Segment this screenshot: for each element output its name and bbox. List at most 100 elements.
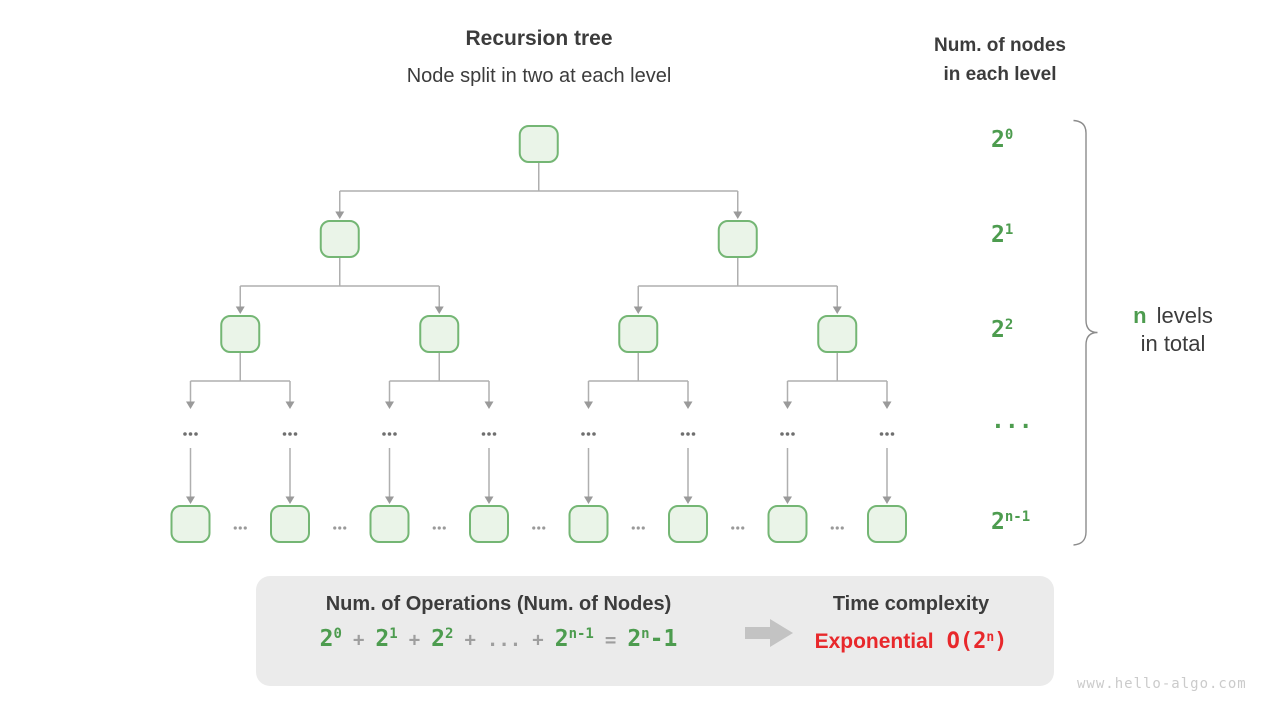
ellipsis-icon — [393, 432, 397, 436]
ellipsis-icon — [680, 432, 685, 436]
tree-node — [220, 315, 261, 353]
tree-node — [668, 505, 708, 543]
level-count-label: 2n-1 — [991, 509, 1031, 535]
formula-operator: ... — [486, 629, 522, 651]
arrowhead-icon — [186, 401, 195, 409]
ellipsis-icon — [631, 526, 635, 530]
ellipsis-icon — [282, 432, 287, 436]
formula-operator: = — [604, 629, 617, 651]
tree-node — [319, 220, 360, 258]
level-count-label: 22 — [991, 317, 1014, 343]
ellipsis-icon — [288, 432, 292, 436]
arrowhead-icon — [783, 401, 792, 409]
ellipsis-icon — [532, 526, 536, 530]
ellipsis-icon — [830, 526, 834, 530]
formula-term: 22 — [431, 626, 454, 652]
formula-operator: + — [532, 629, 544, 651]
ellipsis-icon — [785, 432, 790, 436]
ellipsis-icon — [492, 432, 497, 436]
tree-node — [469, 505, 509, 543]
ellipsis-icon — [542, 526, 546, 530]
n-variable: n — [1133, 303, 1147, 328]
ellipsis-icon — [293, 432, 298, 436]
tree-node — [419, 315, 460, 353]
formula-term: 2n-1 — [554, 626, 594, 652]
big-o-notation: O(2n) — [946, 629, 1008, 654]
watermark: www.hello-algo.com — [1077, 676, 1247, 692]
level-count-label: ... — [991, 408, 1033, 434]
page-title: Recursion tree — [465, 27, 613, 50]
ellipsis-icon — [183, 432, 187, 436]
ellipsis-icon — [333, 526, 337, 530]
ellipsis-icon — [731, 526, 735, 530]
ellipsis-icon — [736, 526, 740, 530]
tree-node — [270, 505, 310, 543]
ellipsis-icon — [188, 432, 193, 436]
tree-node — [817, 315, 858, 353]
arrowhead-icon — [584, 401, 593, 409]
arrowhead-icon — [633, 306, 643, 314]
ellipsis-icon — [343, 526, 347, 530]
tree-node — [767, 505, 808, 543]
summary-box: Num. of Operations (Num. of Nodes) 20+21… — [256, 576, 1054, 686]
ellipsis-icon — [840, 526, 844, 530]
arrowhead-icon — [484, 401, 494, 409]
tree-node — [618, 315, 659, 353]
page-subtitle: Node split in two at each level — [406, 65, 672, 87]
operations-title: Num. of Operations (Num. of Nodes) — [325, 593, 672, 615]
operations-formula: 20+21+22+...+2n-1=2n-1 — [256, 626, 741, 652]
ellipsis-icon — [835, 526, 839, 530]
arrowhead-icon — [484, 496, 494, 504]
arrowhead-icon — [733, 211, 743, 219]
total-levels-line2: in total — [1140, 331, 1206, 356]
levels-word: levels — [1156, 303, 1213, 328]
complexity-word: Exponential — [814, 630, 934, 653]
arrowhead-icon — [285, 401, 295, 409]
ellipsis-icon — [592, 432, 596, 436]
formula-term: 21 — [375, 626, 398, 652]
ellipsis-icon — [243, 526, 247, 530]
ellipsis-icon — [338, 526, 342, 530]
ellipsis-icon — [481, 432, 486, 436]
ellipsis-icon — [387, 432, 392, 436]
arrowhead-icon — [683, 401, 693, 409]
brace-icon — [1073, 119, 1098, 546]
ellipsis-icon — [233, 526, 237, 530]
arrowhead-icon — [385, 496, 394, 504]
ellipsis-icon — [686, 432, 690, 436]
tree-node — [369, 505, 410, 543]
ellipsis-icon — [691, 432, 696, 436]
arrowhead-icon — [584, 496, 593, 504]
time-complexity-title: Time complexity — [832, 593, 990, 615]
arrowhead-icon — [186, 496, 195, 504]
arrowhead-icon — [285, 496, 295, 504]
ellipsis-icon — [194, 432, 198, 436]
tree-node — [518, 125, 559, 163]
arrowhead-icon — [832, 306, 842, 314]
arrowhead-icon — [683, 496, 693, 504]
formula-operator: + — [408, 629, 421, 651]
tree-node — [867, 505, 907, 543]
ellipsis-icon — [432, 526, 436, 530]
formula-operator: + — [464, 629, 476, 651]
complexity-result: Exponential O(2n) — [776, 629, 1046, 654]
level-count-label: 21 — [991, 222, 1014, 248]
ellipsis-icon — [487, 432, 491, 436]
arrowhead-icon — [434, 306, 444, 314]
ellipsis-icon — [586, 432, 591, 436]
arrowhead-icon — [335, 211, 345, 219]
ellipsis-icon — [879, 432, 884, 436]
nodes-per-level-header-line2: in each level — [943, 64, 1057, 85]
ellipsis-icon — [780, 432, 784, 436]
ellipsis-icon — [885, 432, 889, 436]
ellipsis-icon — [641, 526, 645, 530]
ellipsis-icon — [537, 526, 541, 530]
ellipsis-icon — [890, 432, 895, 436]
formula-operator: + — [352, 629, 365, 651]
arrowhead-icon — [783, 496, 792, 504]
ellipsis-icon — [581, 432, 585, 436]
